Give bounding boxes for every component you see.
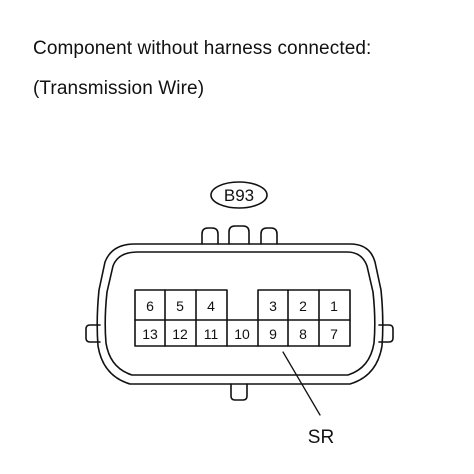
pin-label: 1 [330,298,338,314]
bottom-tab [230,383,248,401]
side-ear-right [378,324,394,343]
pin-label: 6 [146,298,154,314]
pin-label: 7 [330,326,338,342]
pin-label: 12 [172,326,188,342]
terminal-block [134,289,351,347]
callout-label-sr: SR [308,427,334,448]
pin-label: 9 [269,326,277,342]
callout-leader-line [282,351,321,416]
pin-label: 10 [234,326,250,342]
pin-label: 2 [299,298,307,314]
top-lug-center [228,225,250,245]
caption-title: Component without harness connected: [33,38,372,59]
caption-subtitle: (Transmission Wire) [33,78,205,99]
pin-label: 13 [142,326,158,342]
pin-label: 4 [207,298,215,314]
pin-label: 5 [176,298,184,314]
top-lug-right [260,227,278,245]
side-ear-left [85,324,101,343]
pin-label: 8 [299,326,307,342]
pin-label: 3 [269,298,277,314]
connector-housing-inner [104,251,376,376]
connector-housing-outer [96,243,384,385]
connector-id-label: B93 [224,186,254,205]
top-lug-left [201,227,219,245]
connector-id-oval [210,181,268,209]
pin-label: 11 [204,326,219,342]
